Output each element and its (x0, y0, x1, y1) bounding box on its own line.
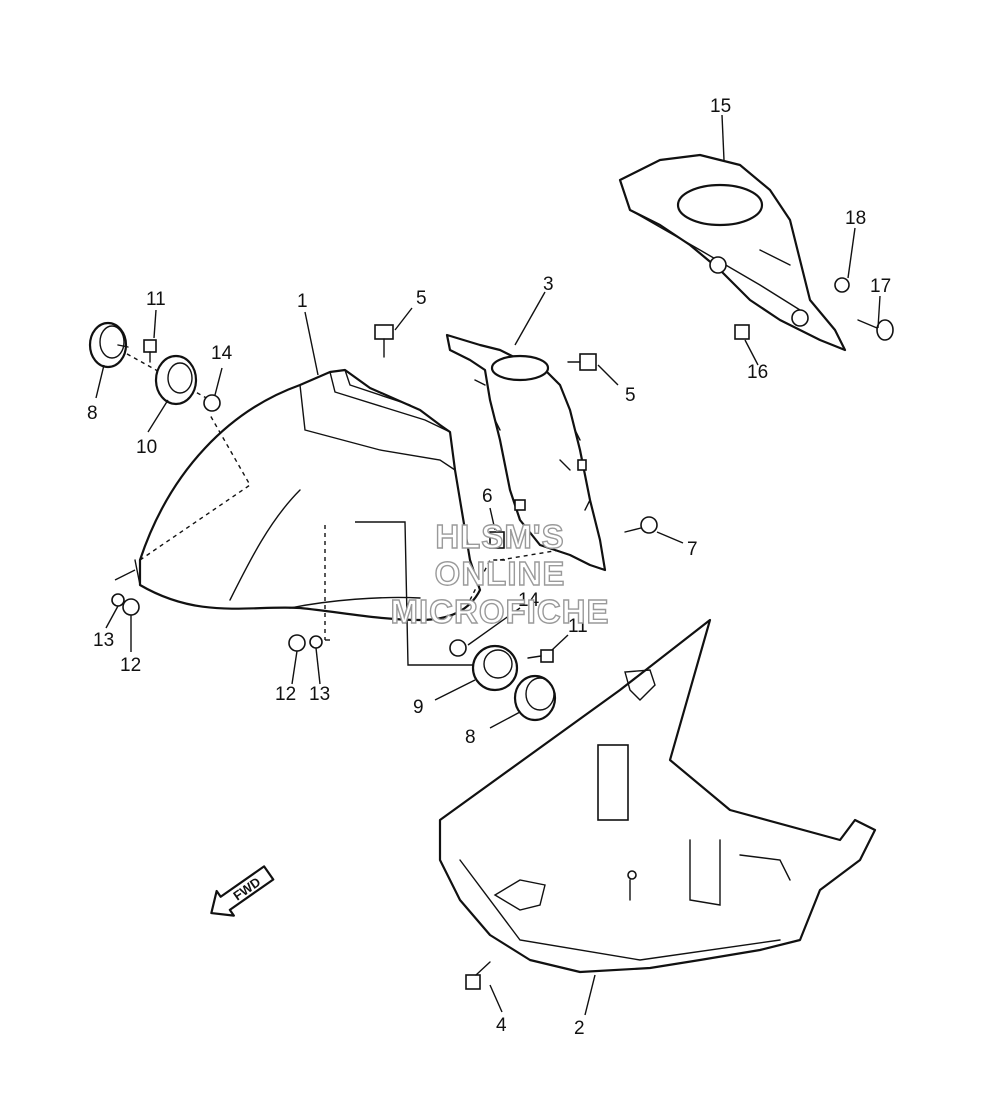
callout-labels: 1 2 3 4 5 5 6 7 8 8 9 10 11 11 12 12 13 … (87, 96, 891, 1039)
screw-part (624, 516, 658, 534)
under-cover-part (438, 618, 877, 974)
callout-3: 3 (543, 274, 554, 295)
clip-part (834, 277, 850, 293)
clip-part (489, 531, 505, 549)
callout-14: 14 (211, 343, 233, 364)
callout-4: 4 (496, 1015, 507, 1036)
screw-part (143, 339, 157, 363)
callout-8: 8 (465, 727, 476, 748)
watermark-line-1: HLSM'S (435, 518, 564, 555)
grommet-part (122, 598, 140, 616)
callout-9: 9 (413, 697, 424, 718)
inner-panel-part (445, 333, 607, 572)
callout-18: 18 (845, 208, 866, 229)
nut-part (449, 639, 467, 657)
cap-part (88, 321, 129, 369)
callout-15: 15 (710, 96, 731, 117)
cap-part (513, 674, 557, 722)
nut-part (203, 394, 221, 412)
callout-5: 5 (625, 385, 636, 406)
nut-part (734, 324, 750, 340)
front-fender-part (134, 368, 482, 622)
callout-16: 16 (747, 362, 768, 383)
callout-13: 13 (93, 630, 114, 651)
inner-cover-part (618, 153, 847, 352)
callout-10: 10 (136, 437, 157, 458)
callout-leaders (95, 114, 881, 1016)
callout-11: 11 (146, 289, 166, 310)
callout-12: 12 (120, 655, 141, 676)
screw-part (857, 319, 894, 341)
callout-13: 13 (309, 684, 330, 705)
bolt-part (374, 324, 394, 358)
callout-5: 5 (416, 288, 427, 309)
callout-12: 12 (275, 684, 296, 705)
forward-direction-arrow: FWD (210, 865, 275, 917)
reflector-part (471, 644, 519, 692)
washer-part (111, 593, 125, 607)
bolt-part (465, 961, 491, 990)
watermark-line-2: ONLINE (435, 555, 566, 592)
screw-part (527, 649, 554, 663)
callout-11: 11 (568, 616, 588, 637)
callout-8: 8 (87, 403, 98, 424)
watermark: HLSM'S ONLINE MICROFICHE (390, 517, 610, 630)
watermark-line-3: MICROFICHE (391, 593, 610, 630)
callout-14: 14 (518, 590, 540, 611)
callout-2: 2 (574, 1018, 585, 1039)
reflector-part (154, 354, 198, 406)
grommet-part (288, 634, 306, 652)
callout-6: 6 (482, 486, 493, 507)
callout-1: 1 (297, 291, 308, 312)
washer-part (309, 635, 323, 649)
callout-17: 17 (870, 276, 891, 297)
bolt-part (567, 353, 597, 371)
callout-7: 7 (687, 539, 698, 560)
assembly-solid-lines (114, 521, 475, 666)
